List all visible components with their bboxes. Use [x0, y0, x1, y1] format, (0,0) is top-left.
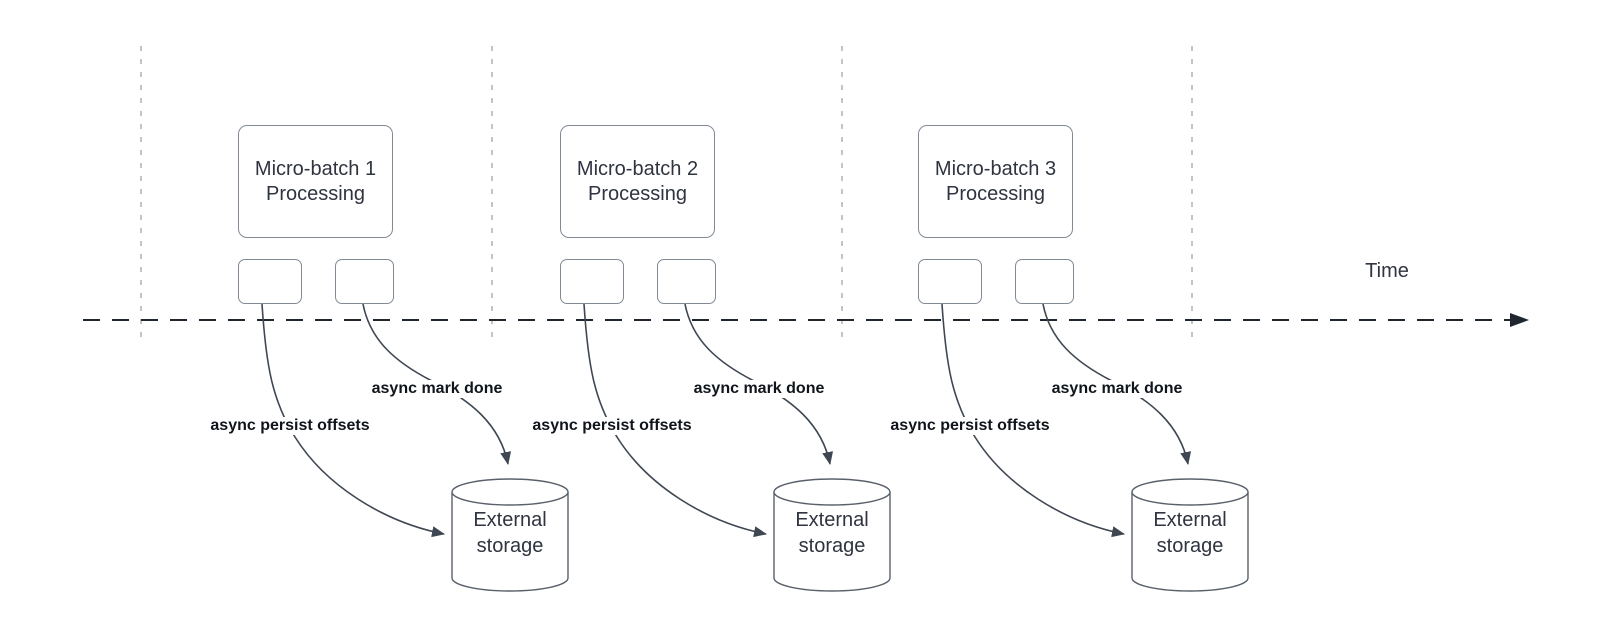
async-persist-offsets-arrow [583, 303, 767, 538]
external-storage-cylinder-top [773, 478, 891, 506]
async-mark-done-arrow [1042, 303, 1192, 465]
group-1-strokes [261, 303, 569, 592]
async-persist-offsets-arrow [261, 303, 445, 538]
async-persist-offsets-arrow [941, 303, 1125, 538]
async-mark-done-arrow [362, 303, 512, 465]
external-storage-cylinder [773, 492, 891, 592]
external-storage-cylinder [451, 492, 569, 592]
group-2-strokes [583, 303, 891, 592]
async-mark-done-arrow [684, 303, 834, 465]
external-storage-cylinder-top [1131, 478, 1249, 506]
time-axis-label: Time [1365, 260, 1409, 282]
group-3-strokes [941, 303, 1249, 592]
external-storage-cylinder [1131, 492, 1249, 592]
external-storage-cylinder-top [451, 478, 569, 506]
